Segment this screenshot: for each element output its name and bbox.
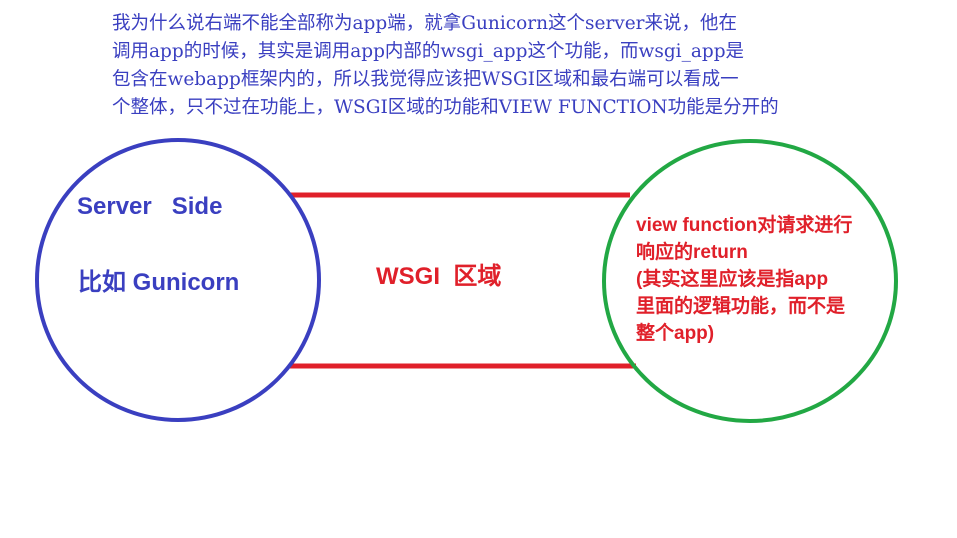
description-line: (其实这里应该是指app xyxy=(636,269,829,290)
description-line: 响应的return xyxy=(636,242,748,263)
server-side-circle xyxy=(35,138,321,422)
server-example: 比如 Gunicorn xyxy=(78,269,240,296)
view-function-description: view function对请求进行 响应的return (其实这里应该是指ap… xyxy=(636,212,852,347)
explanation-note: 我为什么说右端不能全部称为app端，就拿Gunicorn这个server来说，他… xyxy=(112,10,872,122)
note-line: 我为什么说右端不能全部称为app端，就拿Gunicorn这个server来说，他… xyxy=(112,13,738,34)
description-line: view function对请求进行 xyxy=(636,215,853,236)
note-line: 个整体，只不过在功能上，WSGI区域的功能和VIEW FUNCTION功能是分开… xyxy=(112,97,779,118)
description-line: 里面的逻辑功能，而不是 xyxy=(636,296,846,317)
description-line: 整个app) xyxy=(636,323,715,344)
server-side-title: Server Side xyxy=(77,193,223,220)
note-line: 调用app的时候，其实是调用app内部的wsgi_app这个功能，而wsgi_a… xyxy=(112,41,745,62)
app-side-circle xyxy=(602,139,898,423)
note-line: 包含在webapp框架内的，所以我觉得应该把WSGI区域和最右端可以看成一 xyxy=(112,69,739,90)
wsgi-region-label: WSGI 区域 xyxy=(376,263,502,290)
